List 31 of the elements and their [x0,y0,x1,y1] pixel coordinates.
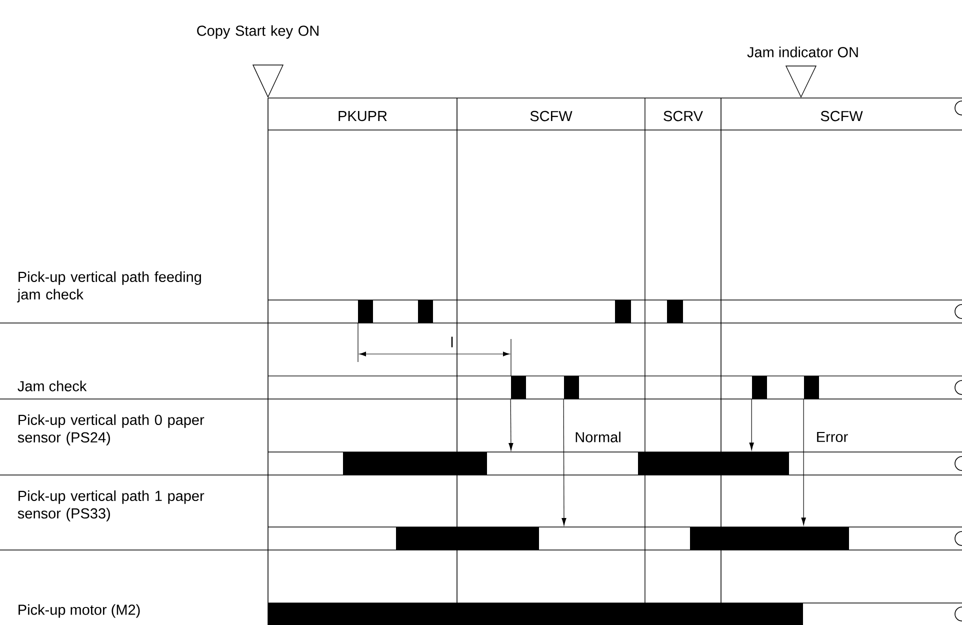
result-label: Normal [574,430,622,444]
signal-pulse [638,452,789,475]
dimension-label: l [451,336,453,348]
signal-name: Pick-up vertical path 1 paper sensor (PS33) [18,490,204,522]
signal-pulse [690,527,849,550]
signal-pulse [804,376,819,399]
phase-cell: SCFW [820,110,863,122]
arrow [508,399,514,451]
signal-pulse [511,376,526,399]
phase-cell: SCRV [664,110,703,122]
signal-name: Jam check [18,380,87,392]
signal-pulse [268,603,803,625]
signal-pulse [615,300,631,323]
signal-pulse [358,300,373,323]
signal-pulse [343,452,487,475]
signal-pulse [752,376,767,399]
signal-name: Pick-up motor (M2) [18,604,140,618]
signal-pulse [564,376,579,399]
arrow [749,399,754,450]
event-label: Jam indicator ON [747,46,858,58]
arrow [562,399,566,526]
signal-name: Pick-up vertical path feeding jam check [17,271,201,302]
result-label: Error [814,430,850,444]
signal-name: Pick-up vertical path 0 paper sensor (PS24) [18,414,204,446]
arrow [801,399,806,526]
phase-cell: PKUPR [338,111,387,122]
phase-cell: SCFW [530,110,572,122]
signal-pulse [396,527,539,550]
signal-pulse [667,300,683,323]
event-label: Copy Start key ON [197,25,318,39]
signal-pulse [418,300,433,323]
